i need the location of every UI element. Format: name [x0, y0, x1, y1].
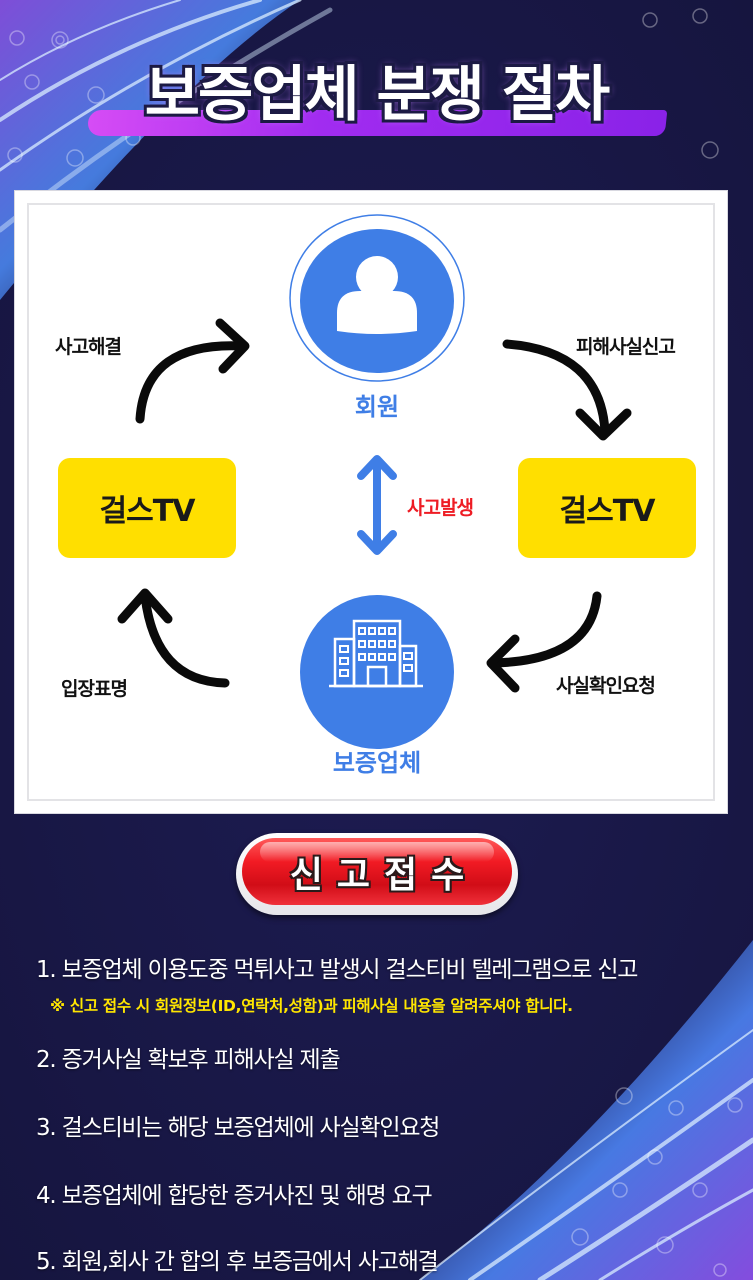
procedure-item-5: 5. 회원,회사 간 합의 후 보증금에서 사고해결 — [36, 1249, 439, 1275]
report-button-face: 신고접수 — [242, 838, 512, 905]
title-banner: 보증업체 분쟁 절차 — [0, 50, 753, 150]
incident-double-arrow — [357, 455, 397, 555]
company-label: 보증업체 — [332, 749, 422, 777]
resolve-label: 사고해결 — [55, 336, 122, 358]
member-node — [289, 214, 465, 382]
procedure-item-4: 4. 보증업체에 합당한 증거사진 및 해명 요구 — [36, 1183, 433, 1209]
resolve-arrow — [135, 341, 248, 424]
user-icon — [337, 256, 417, 334]
report-arrowhead — [575, 408, 632, 441]
girls-tv-box-right: 걸스TV — [518, 458, 696, 558]
member-label: 회원 — [354, 393, 400, 421]
incident-label: 사고발생 — [407, 497, 474, 519]
procedure-item-1: 1. 보증업체 이용도중 먹튀사고 발생시 걸스티비 텔레그램으로 신고 — [36, 957, 638, 983]
building-icon — [329, 619, 423, 688]
report-submit-button[interactable]: 신고접수 — [236, 833, 518, 915]
procedure-item-3: 3. 걸스티비는 해당 보증업체에 사실확인요청 — [36, 1115, 440, 1141]
statement-arrow — [140, 591, 230, 688]
report-arrow — [502, 339, 610, 436]
verify-arrowhead — [486, 634, 520, 693]
report-label: 피해사실신고 — [576, 336, 676, 358]
process-diagram-card: 회원 보증업체 걸스TV 걸스TV 사고발생 사고해결 피해사실신고 사실확인요… — [14, 190, 728, 814]
page-title: 보증업체 분쟁 절차 — [143, 59, 611, 132]
statement-arrowhead — [117, 588, 173, 624]
resolve-arrowhead — [215, 318, 250, 374]
statement-label: 입장표명 — [61, 678, 128, 700]
girls-tv-box-left: 걸스TV — [58, 458, 236, 558]
procedure-item-2: 2. 증거사실 확보후 피해사실 제출 — [36, 1047, 341, 1073]
verify-label: 사실확인요청 — [556, 675, 656, 697]
report-button-label: 신고접수 — [289, 854, 479, 896]
diagram-frame — [27, 203, 715, 801]
company-node — [300, 595, 454, 749]
procedure-note: ※ 신고 접수 시 회원정보(ID,연락처,성함)과 피해사실 내용을 알려주셔… — [50, 997, 573, 1015]
verify-arrow — [488, 591, 602, 668]
diagram-arrows — [117, 214, 632, 749]
